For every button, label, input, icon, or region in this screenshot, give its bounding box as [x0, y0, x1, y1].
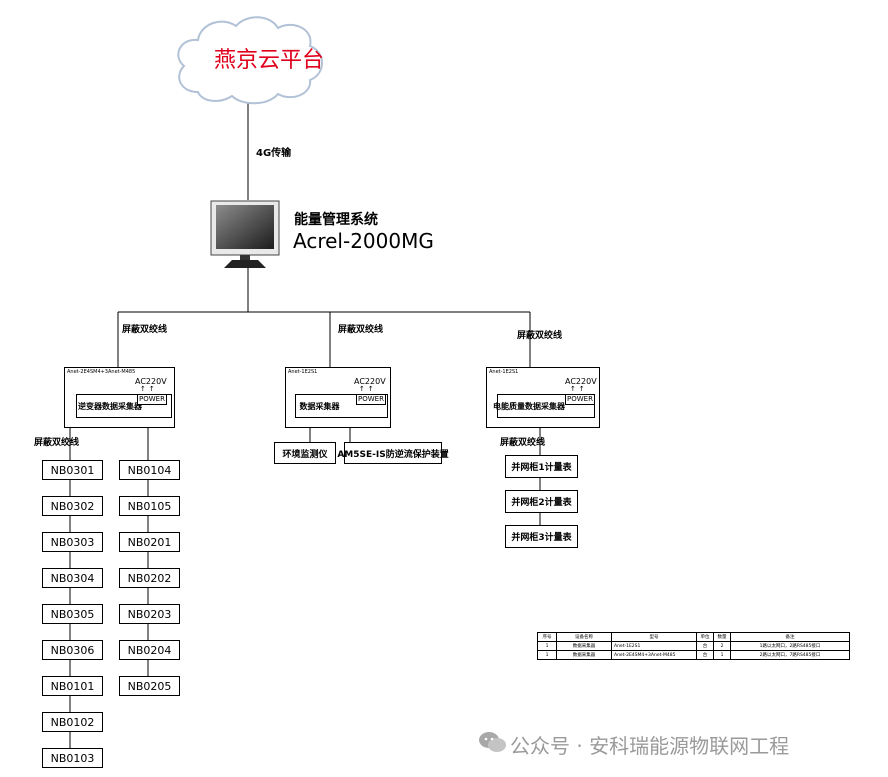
- inverter-collector-model: Anet-2E4SM4+3Anet-M485: [67, 369, 136, 375]
- data-collector-arrows: ↑↑: [359, 385, 377, 393]
- inverter-node: NB0202: [119, 568, 180, 588]
- inverter-node: NB0203: [119, 604, 180, 624]
- quality-collector: Anet-1E2S1 AC220V ↑↑ 电能质量数据采集器 POWER: [486, 367, 600, 428]
- data-collector-name: 数据采集器: [299, 401, 340, 411]
- inverter-node: NB0102: [42, 712, 103, 732]
- branch-label-right: 屏蔽双绞线: [517, 331, 563, 341]
- inverter-collector-ac: AC220V: [135, 377, 167, 386]
- env-monitor-box: 环境监测仪: [274, 442, 336, 464]
- table-cell: Anet-2E4SM4+3Anet-M485: [611, 650, 697, 660]
- inverter-node: NB0103: [42, 748, 103, 768]
- table-cell: 1: [537, 641, 557, 651]
- inverter-node: NB0104: [119, 460, 180, 480]
- inverter-node: NB0201: [119, 532, 180, 552]
- table-header-cell: 设备名称: [556, 632, 612, 642]
- table-header-cell: 单位: [696, 632, 714, 642]
- inverter-node: NB0302: [42, 496, 103, 516]
- inverter-node: NB0305: [42, 604, 103, 624]
- table-cell: 1: [537, 650, 557, 660]
- table-cell: 1路以太网口，2路RS485接口: [730, 641, 850, 651]
- table-cell: 台: [696, 650, 714, 660]
- data-collector-model: Anet-1E2S1: [288, 369, 318, 375]
- quality-collector-model: Anet-1E2S1: [489, 369, 519, 375]
- inverter-node: NB0301: [42, 460, 103, 480]
- meter-box: 并网柜3计量表: [505, 525, 578, 548]
- table-cell: 2路以太网口，7路RS485接口: [730, 650, 850, 660]
- data-collector-ac: AC220V: [354, 377, 386, 386]
- meter-box: 并网柜1计量表: [505, 455, 578, 478]
- cloud-platform-label: 燕京云平台: [214, 48, 325, 73]
- quality-collector-name: 电能质量数据采集器: [493, 401, 565, 411]
- meter-box: 并网柜2计量表: [505, 490, 578, 513]
- inverter-collector-power: POWER: [137, 394, 167, 405]
- data-collector-power: POWER: [356, 394, 386, 405]
- inverter-node: NB0304: [42, 568, 103, 588]
- branch-label-left: 屏蔽双绞线: [122, 325, 168, 335]
- inverter-collector-arrows: ↑↑: [140, 385, 158, 393]
- table-cell: 1: [713, 650, 731, 660]
- cloud-icon: [177, 16, 323, 105]
- table-cell: 台: [696, 641, 714, 651]
- branch-label-middle: 屏蔽双绞线: [338, 325, 384, 335]
- system-name-cn: 能量管理系统: [294, 212, 378, 228]
- table-header-cell: 型号: [611, 632, 697, 642]
- table-header-cell: 数量: [713, 632, 731, 642]
- inverter-node: NB0303: [42, 532, 103, 552]
- table-cell: 数据采集器: [556, 650, 612, 660]
- system-name-en: Acrel-2000MG: [293, 229, 434, 253]
- watermark-text: 公众号 · 安科瑞能源物联网工程: [510, 734, 790, 758]
- inverter-node: NB0105: [119, 496, 180, 516]
- table-row: 1 数据采集器 Anet-2E4SM4+3Anet-M485 台 1 2路以太网…: [537, 650, 850, 660]
- table-cell: 数据采集器: [556, 641, 612, 651]
- data-collector: Anet-1E2S1 AC220V ↑↑ 数据采集器 POWER: [285, 367, 391, 428]
- equipment-table: 序号 设备名称 型号 单位 数量 备注 1 数据采集器 Anet-1E2S1 台…: [537, 632, 850, 660]
- table-row: 1 数据采集器 Anet-1E2S1 台 2 1路以太网口，2路RS485接口: [537, 641, 850, 651]
- table-header-cell: 序号: [537, 632, 557, 642]
- monitor-icon: [210, 200, 280, 268]
- inverter-node: NB0204: [119, 640, 180, 660]
- table-cell: 2: [713, 641, 731, 651]
- table-header-cell: 备注: [730, 632, 850, 642]
- link-label: 4G传输: [256, 148, 292, 159]
- quality-collector-ac: AC220V: [565, 377, 597, 386]
- quality-bus-label: 屏蔽双绞线: [500, 438, 546, 448]
- quality-collector-power: POWER: [565, 394, 595, 405]
- table-header-row: 序号 设备名称 型号 单位 数量 备注: [537, 632, 850, 642]
- inverter-node: NB0205: [119, 676, 180, 696]
- inverter-node: NB0101: [42, 676, 103, 696]
- table-cell: Anet-1E2S1: [611, 641, 697, 651]
- inverter-collector: Anet-2E4SM4+3Anet-M485 AC220V ↑↑ 逆变器数据采集…: [64, 367, 175, 428]
- anti-reverse-box: AM5SE-IS防逆流保护装置: [337, 442, 449, 464]
- inverter-bus-label: 屏蔽双绞线: [34, 438, 80, 448]
- inverter-collector-name: 逆变器数据采集器: [78, 401, 142, 411]
- wechat-icon: [479, 732, 506, 752]
- quality-collector-arrows: ↑↑: [570, 385, 588, 393]
- inverter-node: NB0306: [42, 640, 103, 660]
